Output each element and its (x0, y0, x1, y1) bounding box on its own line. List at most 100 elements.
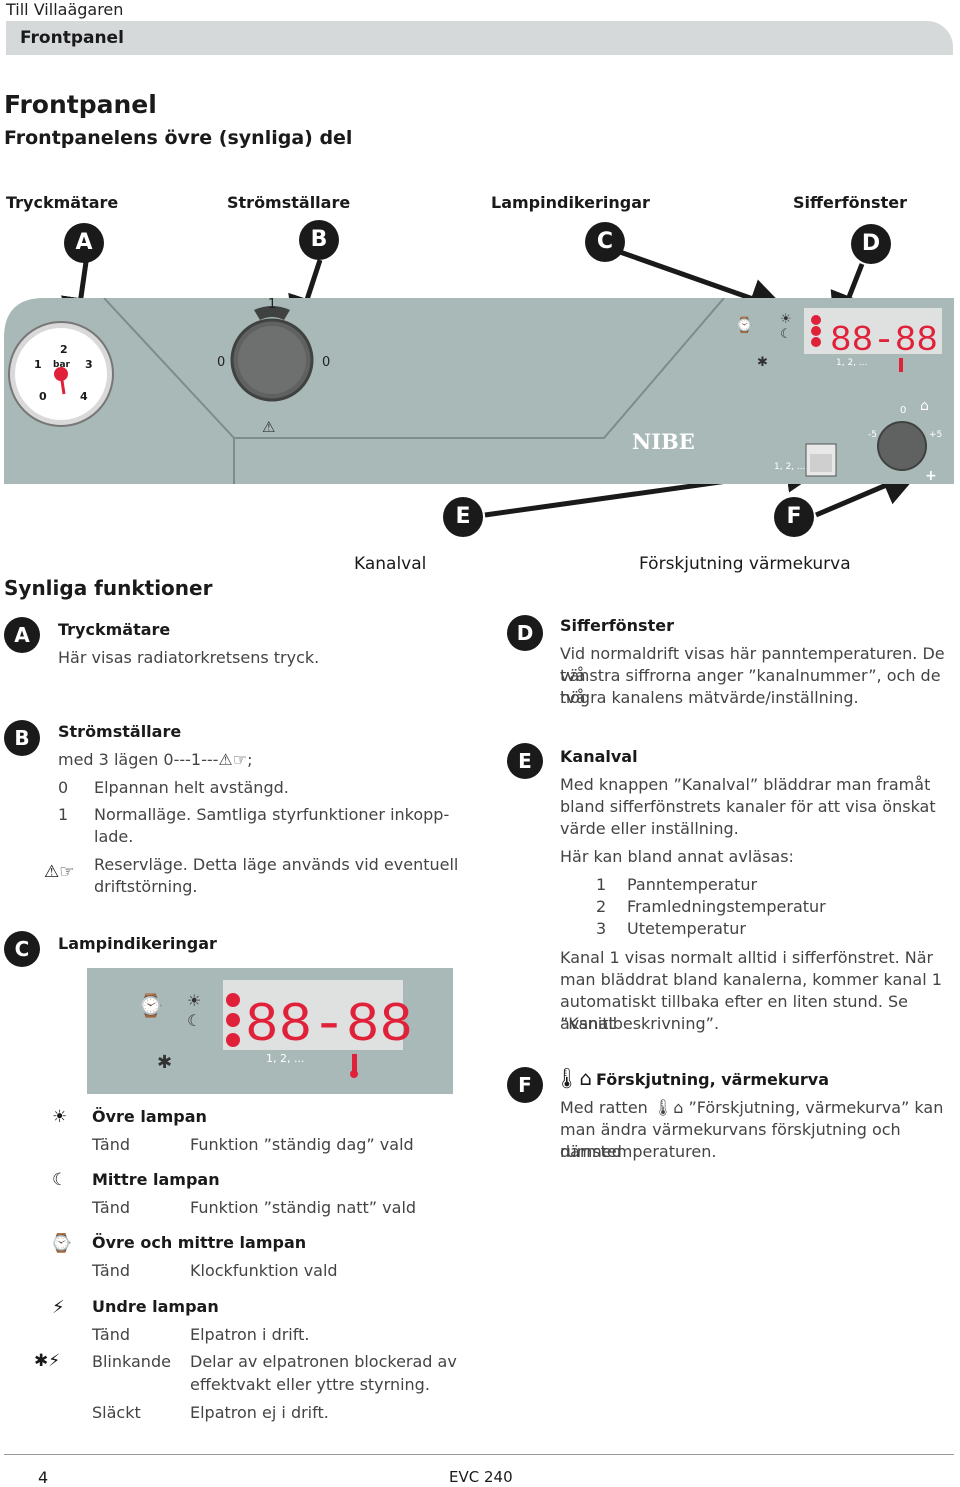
page-number: 4 (38, 1468, 49, 1487)
label-lampindikeringar: Lampindikeringar (491, 193, 650, 212)
moon-icon: ☾ (780, 327, 792, 342)
b-row-text-1: Normalläge. Samtliga styrfunktioner inko… (94, 805, 450, 824)
button-channels-hint: 1, 2, ... (774, 462, 806, 472)
e-intro2: Här kan bland annat avläsas: (560, 847, 794, 866)
label-kanalval: Kanalval (354, 554, 427, 574)
b-row-text-4: driftstörning. (94, 877, 198, 896)
lightning-icon: ⚡ (52, 1297, 65, 1318)
section-title-synliga: Synliga funktioner (4, 576, 213, 600)
b-title: Strömställare (58, 722, 182, 741)
f-line1: Med ratten 🌡⌂ ”Förskjutning, värmekurva”… (560, 1097, 943, 1119)
marker-d-small: D (507, 615, 543, 651)
lamp-0-title: Övre lampan (92, 1107, 207, 1126)
marker-e: E (443, 497, 483, 537)
e-list-t-1: Framledningstemperatur (627, 897, 826, 916)
switch-label-0-left: 0 (217, 355, 226, 370)
svg-text:88-88: 88-88 (830, 320, 938, 361)
marker-b: B (299, 220, 339, 260)
f-title: Förskjutning, värmekurva (596, 1070, 830, 1089)
switch-label-0-right: 0 (322, 355, 331, 370)
brand-logo: NIBE (632, 429, 695, 454)
reserve-icon-inline: ⚠☞; (218, 750, 253, 769)
thermometer-house-icon-inline: 🌡⌂ (652, 1098, 684, 1117)
section-header-label: Frontpanel (20, 28, 124, 48)
sun-icon-legend: ☀ (52, 1107, 68, 1127)
lamp-2-state: Tänd (92, 1261, 131, 1280)
e-line2-2: automatiskt tillbaka efter en liten stun… (560, 992, 909, 1033)
lower-lamp-title: Undre lampan (92, 1297, 219, 1316)
knob-minus: -5 (868, 430, 877, 440)
f-line1-pre: Med ratten (560, 1098, 648, 1117)
marker-f-small: F (507, 1067, 543, 1103)
marker-a: A (64, 223, 104, 263)
breadcrumb: Till Villaägaren (6, 0, 124, 19)
lamp-0-text: Funktion ”ständig dag” vald (190, 1135, 414, 1154)
svg-text:☀: ☀ (187, 991, 201, 1010)
lamp-2-title: Övre och mittre lampan (92, 1233, 307, 1252)
marker-d: D (851, 224, 891, 264)
lamp-display-illustration: 88-88 ⌚ ☀ ☾ ✱ (87, 968, 453, 1094)
front-panel-illustration: 88-88 (4, 298, 954, 484)
marker-c-small: C (4, 931, 40, 967)
lamp-1-state: Tänd (92, 1198, 131, 1217)
e-title: Kanalval (560, 747, 638, 766)
svg-text:88-88: 88-88 (245, 993, 413, 1057)
lower-row-state-1: Blinkande (92, 1352, 171, 1371)
display-channels-hint: 1, 2, ... (836, 358, 868, 368)
f-line-1: rumstemperaturen. (560, 1142, 717, 1161)
e-list-n-0: 1 (596, 875, 607, 894)
e-line2-3: ”Kanalbeskrivning”. (560, 1014, 720, 1033)
f-line-0: man ändra värmekurvans förskjutning och … (560, 1120, 901, 1161)
lamp-1-title: Mittre lampan (92, 1170, 220, 1189)
marker-a-small: A (4, 617, 40, 653)
reserve-warning-icon: ⚠ (262, 418, 276, 436)
clock-icon-legend: ⌚ (50, 1233, 73, 1254)
a-text: Här visas radiatorkretsens tryck. (58, 648, 320, 667)
e-list-t-2: Utetemperatur (627, 919, 746, 938)
e-list-t-0: Panntemperatur (627, 875, 758, 894)
clock-icon: ⌚ (735, 316, 754, 334)
moon-icon-legend: ☾ (52, 1170, 68, 1190)
lower-row-text-2: effektvakt eller yttre styrning. (190, 1375, 430, 1394)
b-intro: med 3 lägen 0---1---⚠☞; (58, 749, 253, 771)
lower-row-text-0: Elpatron i drift. (190, 1325, 310, 1344)
e-line2-1: man bläddrat bland kanalerna, kommer kan… (560, 970, 942, 989)
gauge-tick-4: 4 (80, 390, 88, 403)
thermometer-house-icon: 🌡⌂ (554, 1066, 593, 1090)
e-list-n-1: 2 (596, 897, 607, 916)
lower-row-text-3: Elpatron ej i drift. (190, 1403, 329, 1422)
label-sifferfonster: Sifferfönster (793, 193, 907, 212)
lamp-1-text: Funktion ”ständig natt” vald (190, 1198, 417, 1217)
blinking-bulb-icon: ✱⚡ (34, 1351, 61, 1371)
label-stromstallare: Strömställare (227, 193, 351, 212)
lamp-bulb-icon: ✱ (757, 355, 768, 370)
marker-f: F (774, 497, 814, 537)
switch-label-1: 1 (268, 297, 277, 312)
lamp-display-channels-hint: 1, 2, ... (266, 1052, 305, 1065)
lower-row-state-3: Släckt (92, 1403, 141, 1422)
e-line-0: Med knappen ”Kanalval” bläddrar man fram… (560, 775, 931, 794)
b-row-key-0: 0 (58, 778, 69, 797)
b-row-key-1: 1 (58, 805, 69, 824)
knob-plus-sign: + (925, 468, 937, 484)
knob-zero: 0 (900, 405, 907, 416)
marker-c: C (585, 222, 625, 262)
knob-plus: +5 (929, 430, 943, 440)
marker-e-small: E (507, 743, 543, 779)
sun-icon: ☀ (780, 312, 792, 327)
reserve-warning-icon-left: ⚠☞ (44, 862, 75, 882)
gauge-tick-0: 0 (39, 390, 47, 403)
e-line-1: bland sifferfönstrets kanaler för att vi… (560, 797, 936, 816)
svg-text:☾: ☾ (187, 1011, 201, 1030)
d-title: Sifferfönster (560, 616, 674, 635)
e-line-2: värde eller inställning. (560, 819, 739, 838)
footer-divider (4, 1454, 954, 1455)
section-header-bar: Frontpanel (6, 21, 953, 55)
d-line-2: högra kanalens mätvärde/inställning. (560, 688, 859, 707)
gauge-tick-3: 3 (85, 358, 93, 371)
label-forskjutning: Förskjutning värmekurva (639, 554, 851, 574)
lower-row-text-1: Delar av elpatronen blockerad av (190, 1352, 457, 1371)
page-title: Frontpanel (4, 90, 157, 119)
b-row-text-0: Elpannan helt avstängd. (94, 778, 289, 797)
doc-id: EVC 240 (449, 1468, 513, 1486)
